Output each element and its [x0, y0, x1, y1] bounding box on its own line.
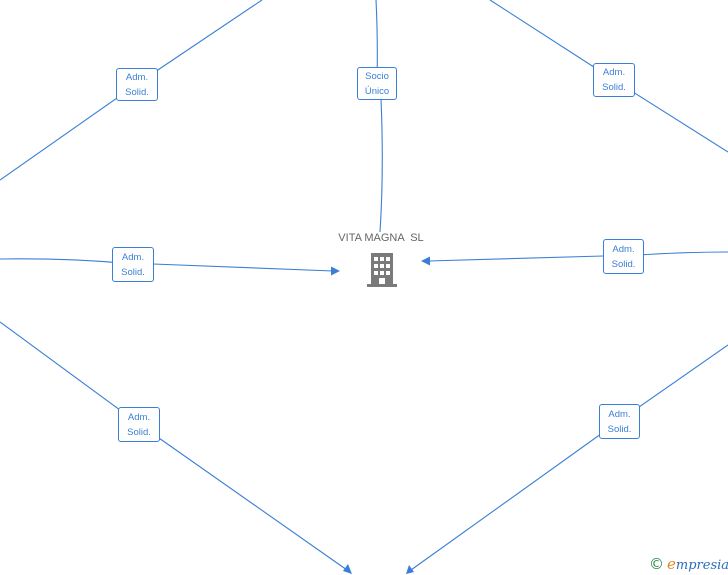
arrowhead-bottom-left [343, 564, 352, 574]
empresia-logo: © empresia [649, 554, 728, 574]
edge-top-center-lower [379, 98, 383, 233]
role-line-1: Socio [365, 70, 389, 82]
role-line-1: Adm. [125, 71, 149, 83]
edge-mid-left-inner [152, 263, 334, 272]
edge-bottom-left-upper [0, 321, 140, 425]
role-box-top-right[interactable]: Adm. Solid. [593, 63, 635, 97]
role-box-bottom-right[interactable]: Adm. Solid. [599, 404, 640, 439]
brand-first-letter: e [667, 555, 676, 573]
role-box-mid-right[interactable]: Adm. Solid. [603, 239, 644, 274]
role-line-1: Adm. [608, 408, 631, 420]
role-line-2: Solid. [127, 426, 151, 438]
brand-wordmark: empresia [667, 555, 728, 573]
edge-mid-right-inner [428, 255, 604, 262]
role-box-bottom-left[interactable]: Adm. Solid. [118, 407, 160, 442]
brand-rest: mpresia [675, 558, 728, 573]
arrowhead-mid-left [331, 266, 340, 276]
role-line-2: Solid. [611, 258, 636, 270]
role-box-mid-left[interactable]: Adm. Solid. [112, 247, 154, 282]
role-line-1: Adm. [612, 243, 635, 255]
role-line-1: Adm. [602, 67, 626, 78]
arrowhead-mid-right [421, 256, 430, 266]
role-line-1: Adm. [127, 411, 151, 423]
company-name-label[interactable]: VITA MAGNA SL [338, 232, 424, 244]
edge-bottom-right-lower [410, 420, 620, 571]
copyright-icon: © [649, 555, 664, 573]
edge-top-left-lower [0, 83, 138, 181]
role-line-2: Único [364, 85, 390, 97]
arrowhead-bottom-right [406, 565, 414, 574]
role-line-2: Solid. [121, 266, 145, 278]
role-box-top-left[interactable]: Adm. Solid. [116, 68, 158, 101]
role-line-2: Solid. [602, 82, 626, 93]
role-box-top-center[interactable]: Socio Único [357, 67, 397, 100]
building-icon[interactable] [364, 251, 400, 289]
role-line-2: Solid. [607, 423, 632, 435]
role-line-1: Adm. [121, 251, 145, 263]
edge-bottom-left-lower [138, 423, 348, 571]
role-line-2: Solid. [125, 86, 149, 98]
